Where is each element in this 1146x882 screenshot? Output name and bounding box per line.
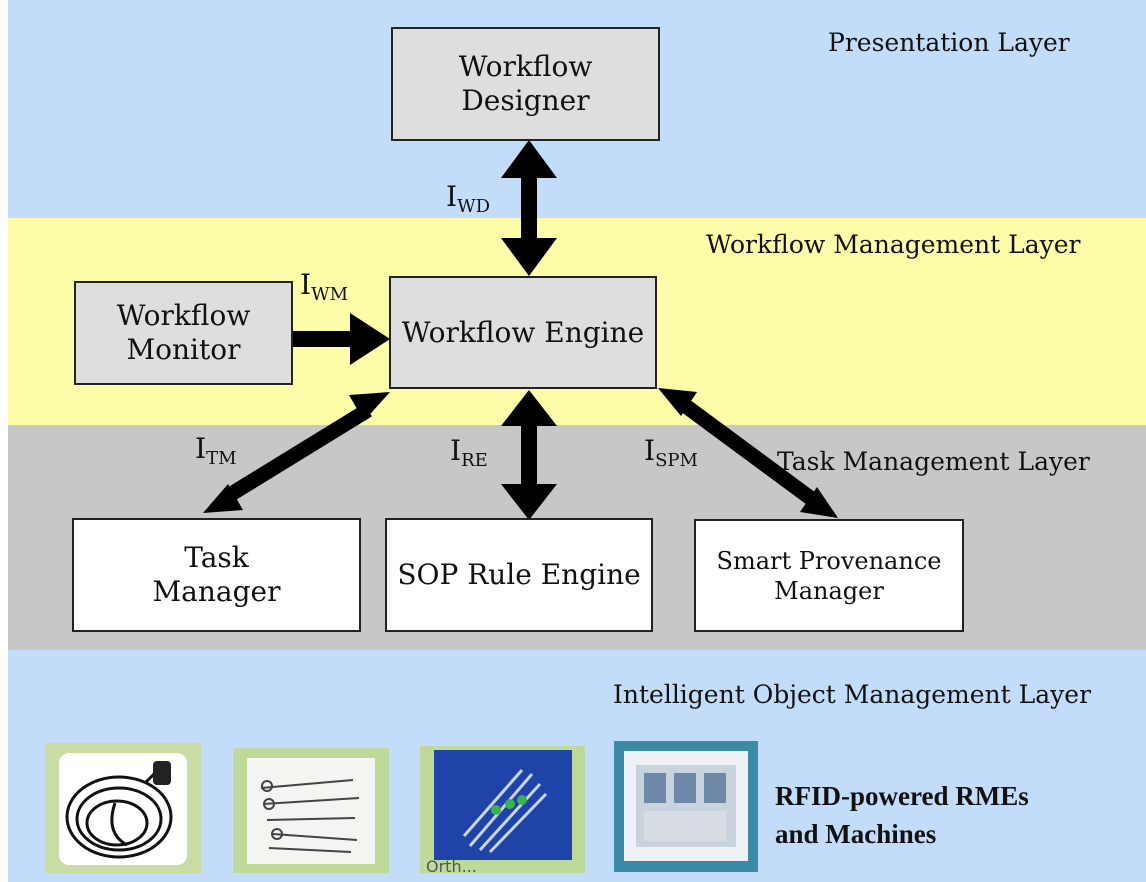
smart-provenance-manager-box: Smart Provenance Manager (694, 519, 964, 632)
surgical-instruments-image (233, 748, 389, 873)
task-management-layer-label: Task Management Layer (777, 447, 1090, 476)
smart-provenance-line1: Smart Provenance (716, 546, 942, 575)
arrow-wm (292, 313, 390, 365)
surgical-instruments-icon (247, 758, 375, 864)
partial-caption-text: Orth... (426, 857, 477, 873)
endoscope-image (45, 743, 201, 873)
workflow-monitor-line1: Workflow (116, 299, 251, 332)
workflow-monitor-box: Workflow Monitor (74, 281, 293, 385)
rfid-label-line1: RFID-powered RMEs (775, 781, 1029, 811)
task-manager-box: Task Manager (72, 518, 361, 632)
arrow-re (501, 390, 557, 520)
interface-label-wd: IWD (446, 180, 490, 217)
reprocessing-machine-icon (624, 751, 748, 861)
smart-provenance-line2: Manager (774, 576, 884, 605)
interface-label-tm: ITM (195, 432, 237, 469)
workflow-designer-line1: Workflow (458, 50, 593, 83)
workflow-designer-box: Workflow Designer (391, 27, 660, 141)
workflow-engine-box: Workflow Engine (389, 276, 657, 389)
arrow-wd (501, 140, 557, 276)
presentation-layer-label: Presentation Layer (828, 28, 1070, 57)
workflow-designer-line2: Designer (461, 84, 590, 117)
task-manager-line1: Task (184, 541, 249, 574)
interface-label-wm: IWM (300, 268, 348, 305)
arrow-tm (203, 392, 390, 513)
sop-rule-engine-label: SOP Rule Engine (397, 558, 641, 591)
rfid-label: RFID-powered RMEs and Machines (775, 777, 1029, 853)
interface-label-spm: ISPM (644, 434, 698, 471)
workflow-monitor-line2: Monitor (126, 333, 241, 366)
task-manager-line2: Manager (152, 575, 281, 608)
rfid-label-line2: and Machines (775, 819, 937, 849)
workflow-management-layer-label: Workflow Management Layer (706, 230, 1081, 259)
workflow-engine-label: Workflow Engine (401, 315, 645, 349)
reprocessing-machine-image (614, 741, 758, 872)
intelligent-object-layer-label: Intelligent Object Management Layer (613, 680, 1092, 709)
sop-rule-engine-box: SOP Rule Engine (385, 518, 653, 632)
arrow-spm (658, 388, 838, 518)
interface-label-re: IRE (450, 434, 488, 471)
endoscope-icon (59, 753, 187, 865)
instrument-tray-icon: Orth... (426, 750, 572, 873)
instrument-tray-image: Orth... (420, 746, 585, 873)
